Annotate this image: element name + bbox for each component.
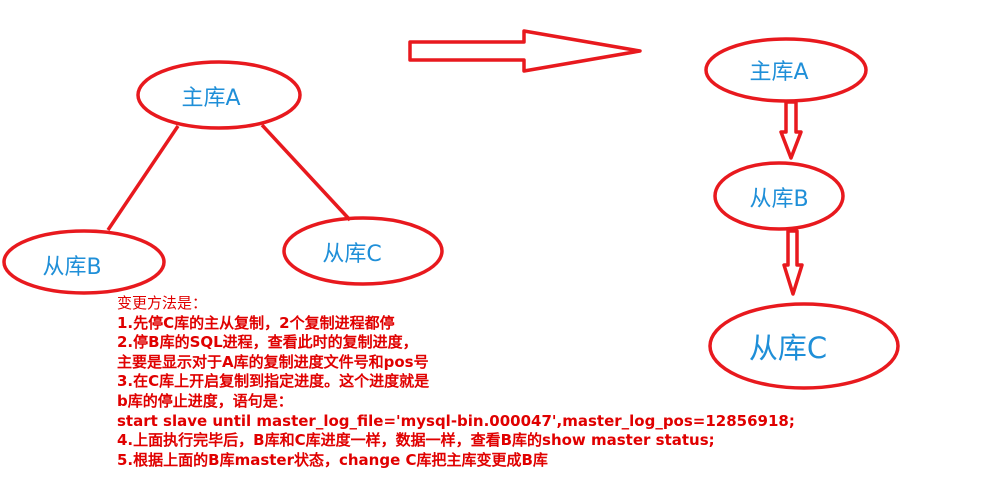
left-slave-c-label: 从库C [322,242,382,267]
notes-line: 主要是显示对于A库的复制进度文件号和pos号 [117,352,429,371]
node-ellipse-left-slave-b [2,229,166,295]
notes-line: b库的停止进度，语句是： [117,391,293,410]
right-slave-b-label: 从库B [749,187,809,212]
right-slave-c-label: 从库C [748,331,828,365]
node-ellipse-left-master [136,60,302,130]
node-ellipse-left-slave-c [282,216,444,286]
node-ellipse-right-slave-b [713,161,845,231]
change-procedure-notes: 变更方法是： 1.先停C库的主从复制，2个复制进程都停 2.停B库的SQL进程，… [117,294,795,470]
right-master-label: 主库A [749,60,809,85]
node-ellipse-right-slave-c [708,302,900,390]
down-arrow-1 [779,100,803,160]
notes-title: 变更方法是： [117,294,208,312]
left-slave-b-label: 从库B [42,255,102,280]
notes-line: start slave until master_log_file='mysql… [117,411,795,430]
edge-a-to-c [260,123,352,222]
notes-line: 4.上面执行完毕后，B库和C库进度一样，数据一样，查看B库的show maste… [117,431,715,450]
down-arrow-2 [782,229,804,296]
left-master-label: 主库A [181,86,241,111]
notes-line: 3.在C库上开启复制到指定进度。这个进度就是 [117,372,430,391]
transition-arrow [408,29,642,73]
notes-line: 1.先停C库的主从复制，2个复制进程都停 [117,313,395,332]
notes-line: 5.根据上面的B库master状态，change C库把主库变更成B库 [117,450,548,469]
notes-line: 2.停B库的SQL进程，查看此时的复制进度， [117,333,418,352]
edge-a-to-b [106,125,180,231]
